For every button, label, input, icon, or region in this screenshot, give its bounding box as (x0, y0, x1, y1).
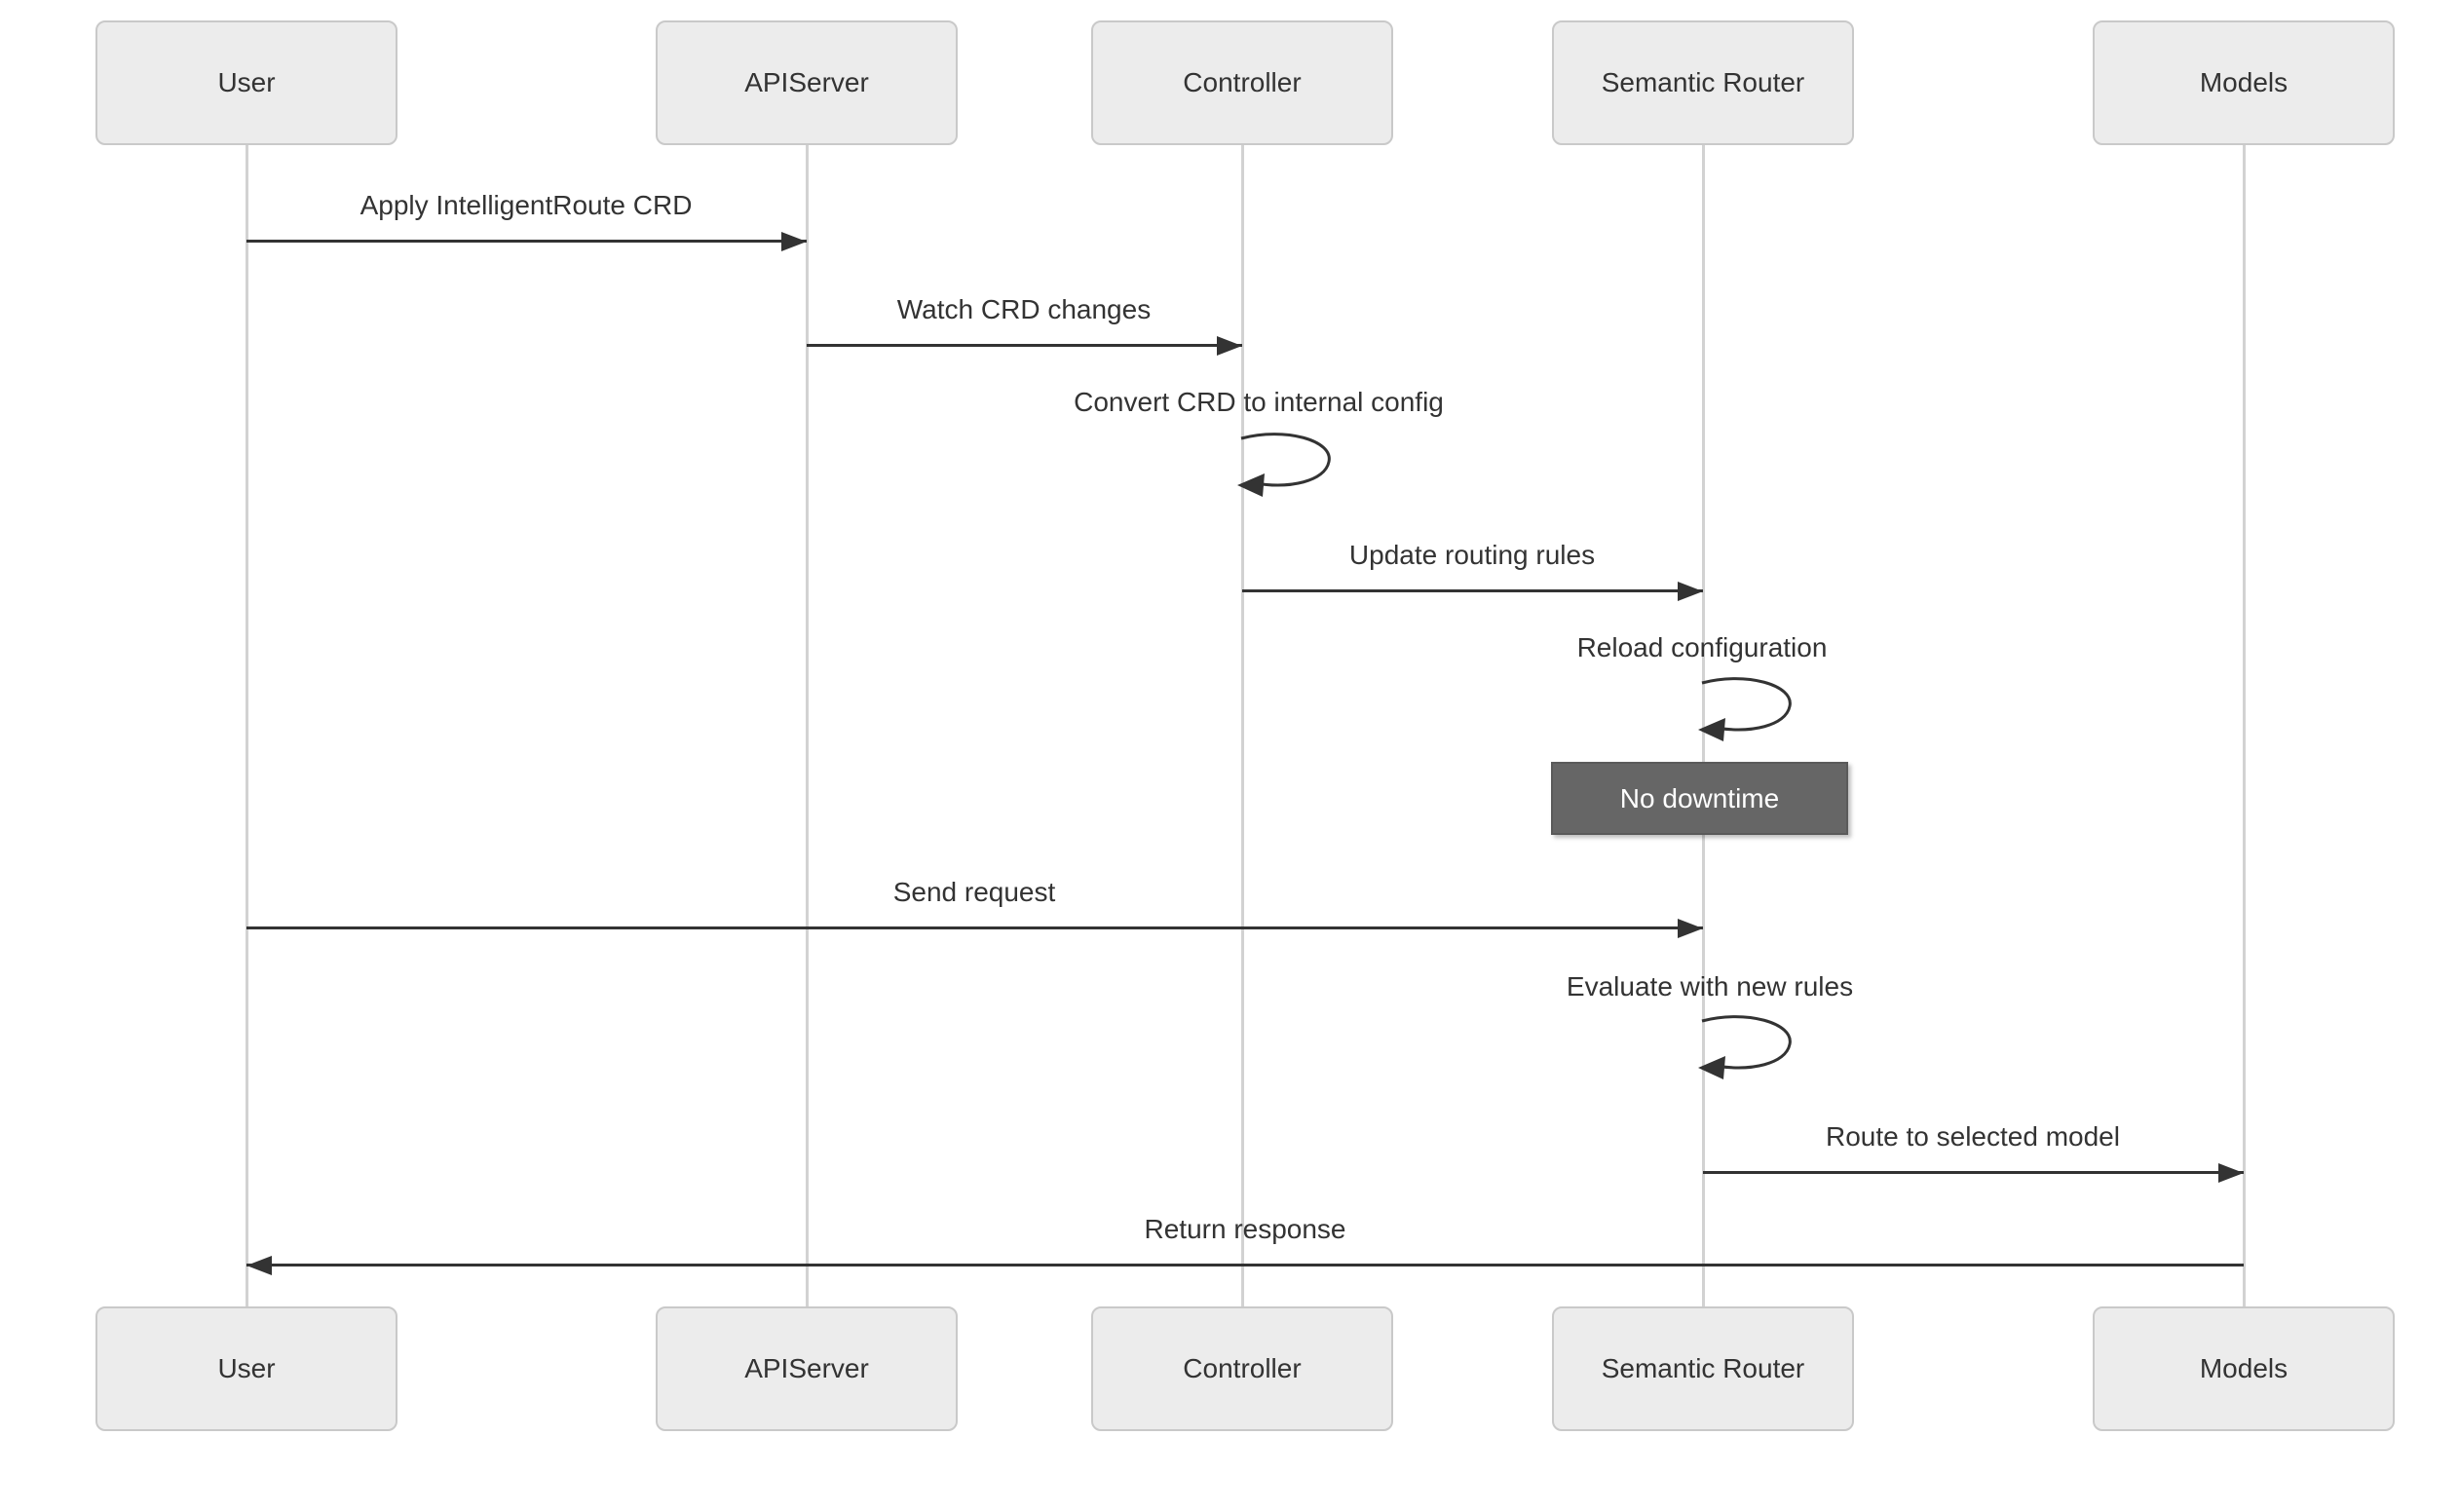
arrow-models-to-user (246, 1264, 2244, 1266)
lifeline-semantic-router (1702, 145, 1705, 1306)
actor-label: Controller (1183, 67, 1302, 97)
actor-top-apiserver: APIServer (656, 20, 958, 145)
actor-bottom-models: Models (2093, 1306, 2395, 1431)
actor-label: Models (2199, 67, 2289, 97)
lifeline-models (2243, 145, 2246, 1306)
self-loop-arrow-semantic-router-reload (1698, 677, 1792, 741)
arrow-controller-to-semantic-router (1242, 589, 1703, 592)
arrow-semantic-router-to-models (1703, 1171, 2244, 1174)
lifeline-user (246, 145, 248, 1306)
actor-bottom-semantic-router: Semantic Router (1552, 1306, 1854, 1431)
actor-bottom-controller: Controller (1091, 1306, 1393, 1431)
actor-top-controller: Controller (1091, 20, 1393, 145)
lifeline-apiserver (806, 145, 809, 1306)
note-no-downtime: No downtime (1551, 762, 1848, 835)
message-label-route-to-selected-model: Route to selected model (1826, 1121, 2120, 1152)
actor-top-models: Models (2093, 20, 2395, 145)
message-label-return-response: Return response (1144, 1214, 1346, 1244)
message-label-watch-crd-changes: Watch CRD changes (896, 294, 1152, 324)
lifeline-controller (1241, 145, 1244, 1306)
arrow-user-to-apiserver (246, 240, 807, 243)
actor-label: APIServer (744, 67, 869, 97)
actor-label: Models (2199, 1353, 2289, 1383)
self-loop-arrow-controller (1237, 433, 1331, 497)
actor-top-semantic-router: Semantic Router (1552, 20, 1854, 145)
actor-label: Semantic Router (1601, 67, 1805, 97)
actor-label: Controller (1183, 1353, 1302, 1383)
message-label-convert-crd-to-internal-config: Convert CRD to internal config (1074, 387, 1444, 417)
actor-bottom-apiserver: APIServer (656, 1306, 958, 1431)
arrow-user-to-semantic-router (246, 926, 1703, 929)
actor-label: User (217, 1353, 276, 1383)
self-loop-arrow-semantic-router-evaluate (1698, 1015, 1792, 1079)
message-label-send-request: Send request (892, 877, 1056, 907)
message-label-reload-configuration: Reload configuration (1576, 632, 1828, 662)
arrow-apiserver-to-controller (807, 344, 1242, 347)
actor-label: APIServer (744, 1353, 869, 1383)
message-label-apply-intelligentroute-crd: Apply IntelligentRoute CRD (359, 190, 693, 220)
note-label: No downtime (1619, 782, 1780, 813)
actor-top-user: User (95, 20, 397, 145)
actor-label: User (217, 67, 276, 97)
message-label-update-routing-rules: Update routing rules (1348, 540, 1596, 570)
actor-bottom-user: User (95, 1306, 397, 1431)
message-label-evaluate-with-new-rules: Evaluate with new rules (1566, 971, 1854, 1002)
actor-label: Semantic Router (1601, 1353, 1805, 1383)
